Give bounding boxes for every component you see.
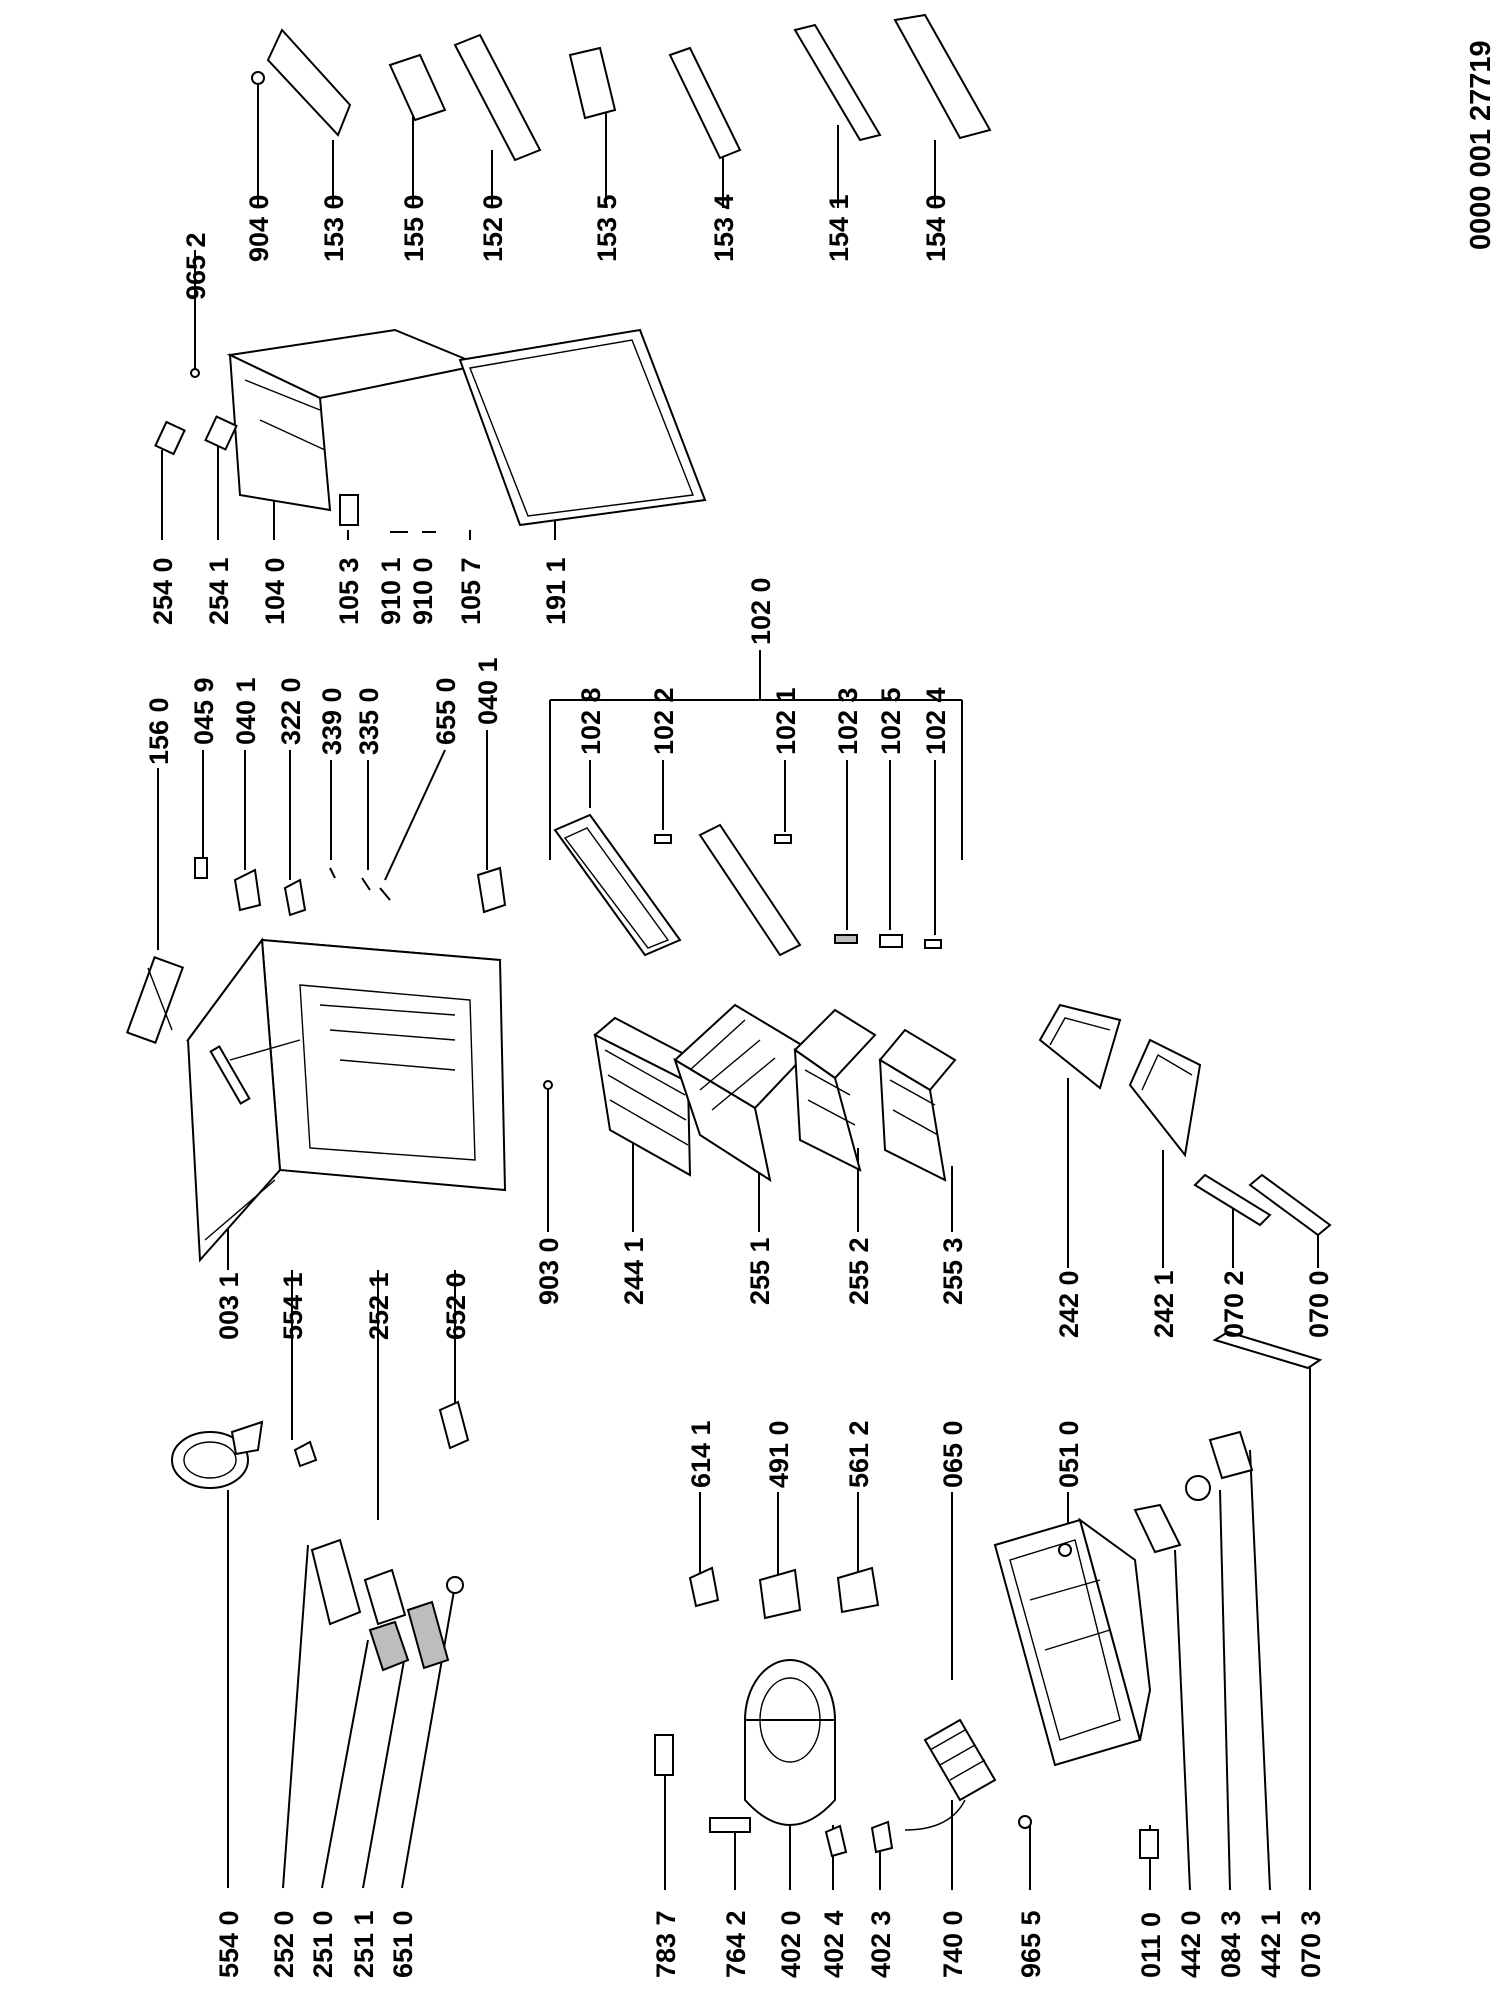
part-label: 051 0 bbox=[1054, 1420, 1084, 1488]
part-label: 655 0 bbox=[431, 677, 461, 745]
part-label: 003 1 bbox=[214, 1272, 244, 1340]
part-label: 242 0 bbox=[1054, 1270, 1084, 1338]
thermostat-housing-icon bbox=[293, 1400, 470, 1672]
part-label: 965 2 bbox=[181, 232, 211, 300]
part-label: 254 1 bbox=[204, 557, 234, 625]
part-label: 764 2 bbox=[721, 1910, 751, 1978]
freezer-door-icon bbox=[154, 328, 484, 526]
part-label: 402 0 bbox=[776, 1910, 806, 1978]
part-label: 084 3 bbox=[1216, 1910, 1246, 1978]
part-label: 011 0 bbox=[1136, 1912, 1166, 1978]
part-label: 903 0 bbox=[534, 1237, 564, 1305]
shelf-icon-2 bbox=[673, 1003, 812, 1183]
part-label: 105 3 bbox=[334, 557, 364, 625]
part-label: 070 2 bbox=[1219, 1270, 1249, 1338]
part-label: 965 5 bbox=[1016, 1910, 1046, 1978]
part-label: 251 0 bbox=[308, 1910, 338, 1978]
part-label: 904 0 bbox=[244, 194, 274, 262]
crisper-drawer-icon bbox=[1038, 1003, 1332, 1237]
part-label: 402 4 bbox=[819, 1910, 849, 1978]
part-label: 070 0 bbox=[1304, 1270, 1334, 1338]
part-label: 910 1 bbox=[376, 557, 406, 625]
part-label: 252 1 bbox=[364, 1272, 394, 1340]
part-label: 652 0 bbox=[441, 1272, 471, 1340]
freezer-compartment-icon bbox=[553, 813, 942, 957]
door-gasket-icon bbox=[458, 328, 707, 527]
part-label: 156 0 bbox=[144, 697, 174, 765]
part-label: 102 5 bbox=[876, 687, 906, 755]
part-label: 554 0 bbox=[214, 1910, 244, 1978]
part-label: 442 0 bbox=[1176, 1910, 1206, 1978]
condenser-coil-icon bbox=[904, 1718, 1032, 1831]
part-label: 154 1 bbox=[824, 194, 854, 262]
refrigerator-cabinet-icon bbox=[186, 937, 507, 1263]
part-label: 491 0 bbox=[764, 1420, 794, 1488]
part-label: 102 4 bbox=[921, 687, 951, 755]
part-label: 040 1 bbox=[231, 677, 261, 745]
part-label: 442 1 bbox=[1256, 1910, 1286, 1978]
part-label: 614 1 bbox=[686, 1420, 716, 1488]
part-label: 102 8 bbox=[576, 687, 606, 755]
part-label: 335 0 bbox=[354, 687, 384, 755]
fan-shroud-icon bbox=[171, 1420, 264, 1489]
part-label: 153 4 bbox=[709, 194, 739, 262]
part-label: 070 3 bbox=[1296, 1910, 1326, 1978]
part-label: 065 0 bbox=[938, 1420, 968, 1488]
part-label: 252 0 bbox=[269, 1910, 299, 1978]
shelf-icon-3 bbox=[793, 1008, 877, 1172]
shelf-icon-4 bbox=[878, 1028, 957, 1182]
part-label: 255 1 bbox=[745, 1237, 775, 1305]
part-label: 322 0 bbox=[276, 677, 306, 745]
part-label: 045 9 bbox=[189, 677, 219, 745]
part-label: 102 1 bbox=[771, 687, 801, 755]
part-label: 154 0 bbox=[921, 194, 951, 262]
part-label: 254 0 bbox=[148, 557, 178, 625]
part-label: 244 1 bbox=[619, 1237, 649, 1305]
part-label: 102 0 bbox=[746, 577, 776, 645]
base-tray-icon bbox=[993, 1517, 1159, 1859]
part-label: 251 1 bbox=[349, 1910, 379, 1978]
part-label: 191 1 bbox=[541, 557, 571, 625]
part-label: 153 0 bbox=[319, 194, 349, 262]
part-label: 910 0 bbox=[408, 557, 438, 625]
part-labels: 554 0 252 0 251 0 251 1 651 0 554 1 252 … bbox=[144, 194, 1334, 1978]
part-label: 402 3 bbox=[866, 1910, 896, 1978]
part-label: 155 0 bbox=[399, 194, 429, 262]
part-label: 783 7 bbox=[651, 1910, 681, 1978]
part-label: 040 1 bbox=[473, 657, 503, 725]
part-label: 152 0 bbox=[478, 194, 508, 262]
part-label: 102 2 bbox=[649, 687, 679, 755]
part-label: 651 0 bbox=[388, 1910, 418, 1978]
part-label: 255 2 bbox=[844, 1237, 874, 1305]
door-bin-icon bbox=[251, 13, 992, 162]
part-label: 339 0 bbox=[317, 687, 347, 755]
electrical-components-icon bbox=[688, 1430, 1254, 1620]
part-label: 104 0 bbox=[260, 557, 290, 625]
leader-lines bbox=[157, 85, 1319, 1891]
part-label: 554 1 bbox=[278, 1272, 308, 1340]
part-label: 255 3 bbox=[938, 1237, 968, 1305]
part-label: 105 7 bbox=[456, 557, 486, 625]
door-hinge-parts-icon bbox=[125, 857, 553, 1090]
part-label: 102 3 bbox=[833, 687, 863, 755]
kickplate-icon bbox=[1212, 1330, 1323, 1370]
part-label: 153 5 bbox=[592, 194, 622, 262]
part-label: 740 0 bbox=[938, 1910, 968, 1978]
part-label: 242 1 bbox=[1149, 1270, 1179, 1338]
compressor-icon bbox=[654, 1659, 894, 1858]
part-label: 561 2 bbox=[844, 1420, 874, 1488]
document-number: 0000 001 27719 bbox=[1465, 40, 1497, 250]
